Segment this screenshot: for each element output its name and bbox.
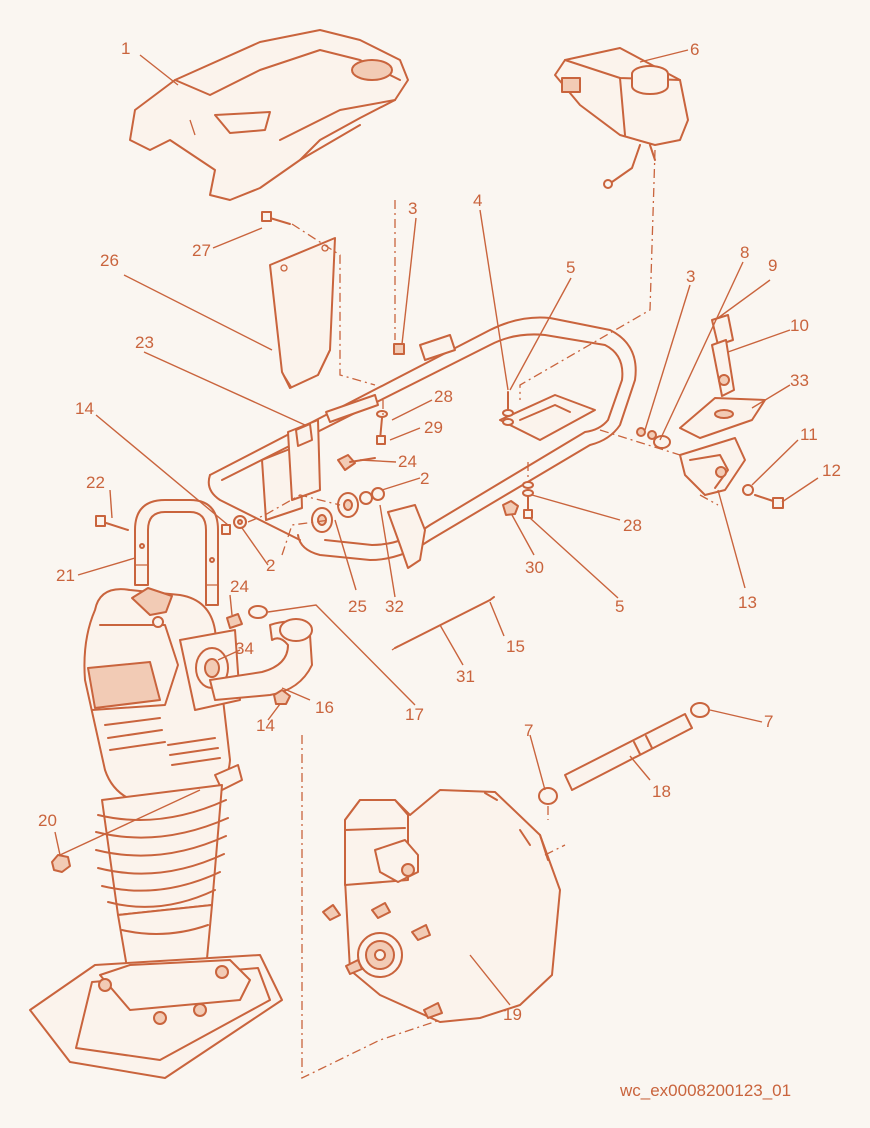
- callout-17: 17: [405, 705, 424, 724]
- callout-12: 12: [822, 461, 841, 480]
- callout-23: 23: [135, 333, 154, 352]
- top-cover: [129, 29, 409, 201]
- callout-31: 31: [456, 667, 475, 686]
- callout-2-left: 2: [266, 556, 275, 575]
- bolt-29: [376, 410, 388, 445]
- callout-13: 13: [738, 593, 757, 612]
- rammer-body: [29, 587, 283, 1079]
- callout-labels: 1 2 2 3 3 4 5 5 6 7 7 8 9 10 11 12 13 14…: [38, 39, 841, 1024]
- assembly-lines: [247, 149, 719, 1080]
- washers-2: [221, 515, 247, 535]
- clamp-7: [538, 702, 710, 805]
- callout-21: 21: [56, 566, 75, 585]
- callout-7-left: 7: [524, 721, 533, 740]
- callout-14-top: 14: [75, 399, 94, 418]
- callout-22: 22: [86, 473, 105, 492]
- callout-27: 27: [192, 241, 211, 260]
- throttle-lever-10: [711, 314, 735, 397]
- bolt-11-12: [742, 484, 784, 509]
- callout-25: 25: [348, 597, 367, 616]
- callout-20: 20: [38, 811, 57, 830]
- callout-29: 29: [424, 418, 443, 437]
- callout-26: 26: [100, 251, 119, 270]
- callout-9: 9: [768, 256, 777, 275]
- bracket-13: [679, 437, 746, 496]
- shaft-18: [564, 713, 693, 791]
- callout-24-upper: 24: [398, 452, 417, 471]
- callout-16: 16: [315, 698, 334, 717]
- exhaust-elbow: [209, 618, 313, 701]
- callout-15: 15: [506, 637, 525, 656]
- callout-19: 19: [503, 1005, 522, 1024]
- bolt-5-lower: [522, 481, 534, 519]
- nut-30: [502, 500, 519, 516]
- callout-5-top: 5: [566, 258, 575, 277]
- callout-18: 18: [652, 782, 671, 801]
- bolt-22: [95, 515, 129, 531]
- callout-3-right: 3: [686, 267, 695, 286]
- callout-5-bottom: 5: [615, 597, 624, 616]
- callout-3-left: 3: [408, 199, 417, 218]
- handle-frame: [207, 316, 637, 569]
- callout-32: 32: [385, 597, 404, 616]
- guard-plate: [269, 237, 336, 389]
- bolt-3-left: [393, 343, 405, 355]
- clamp-17: [248, 605, 268, 619]
- callout-7-right: 7: [764, 712, 773, 731]
- nut-14-lower: [273, 689, 291, 705]
- leader-lines: [54, 49, 819, 1006]
- callout-14-bottom: 14: [256, 716, 275, 735]
- callout-30: 30: [525, 558, 544, 577]
- callout-6: 6: [690, 40, 699, 59]
- callout-28-lower: 28: [623, 516, 642, 535]
- washers-8-9: [636, 427, 671, 449]
- callout-24-lower: 24: [230, 577, 249, 596]
- callout-4: 4: [473, 191, 482, 210]
- cable-31-15: [391, 596, 495, 651]
- callout-8: 8: [740, 243, 749, 262]
- callout-1: 1: [121, 39, 130, 58]
- plate-33: [679, 397, 766, 439]
- callout-10: 10: [790, 316, 809, 335]
- engine: [322, 789, 561, 1023]
- document-id: wc_ex0008200123_01: [619, 1081, 791, 1100]
- callout-33: 33: [790, 371, 809, 390]
- nut-20: [51, 854, 71, 873]
- fitting-24-lower: [226, 613, 243, 629]
- callout-28-upper: 28: [434, 387, 453, 406]
- bolt-4: [502, 391, 514, 426]
- callout-2-right: 2: [420, 469, 429, 488]
- spacers-25: [311, 487, 385, 533]
- fuel-tank: [554, 47, 689, 189]
- callout-34: 34: [235, 639, 254, 658]
- bolt-27: [261, 211, 291, 225]
- callout-11: 11: [800, 425, 818, 444]
- fitting-24-upper: [337, 454, 376, 471]
